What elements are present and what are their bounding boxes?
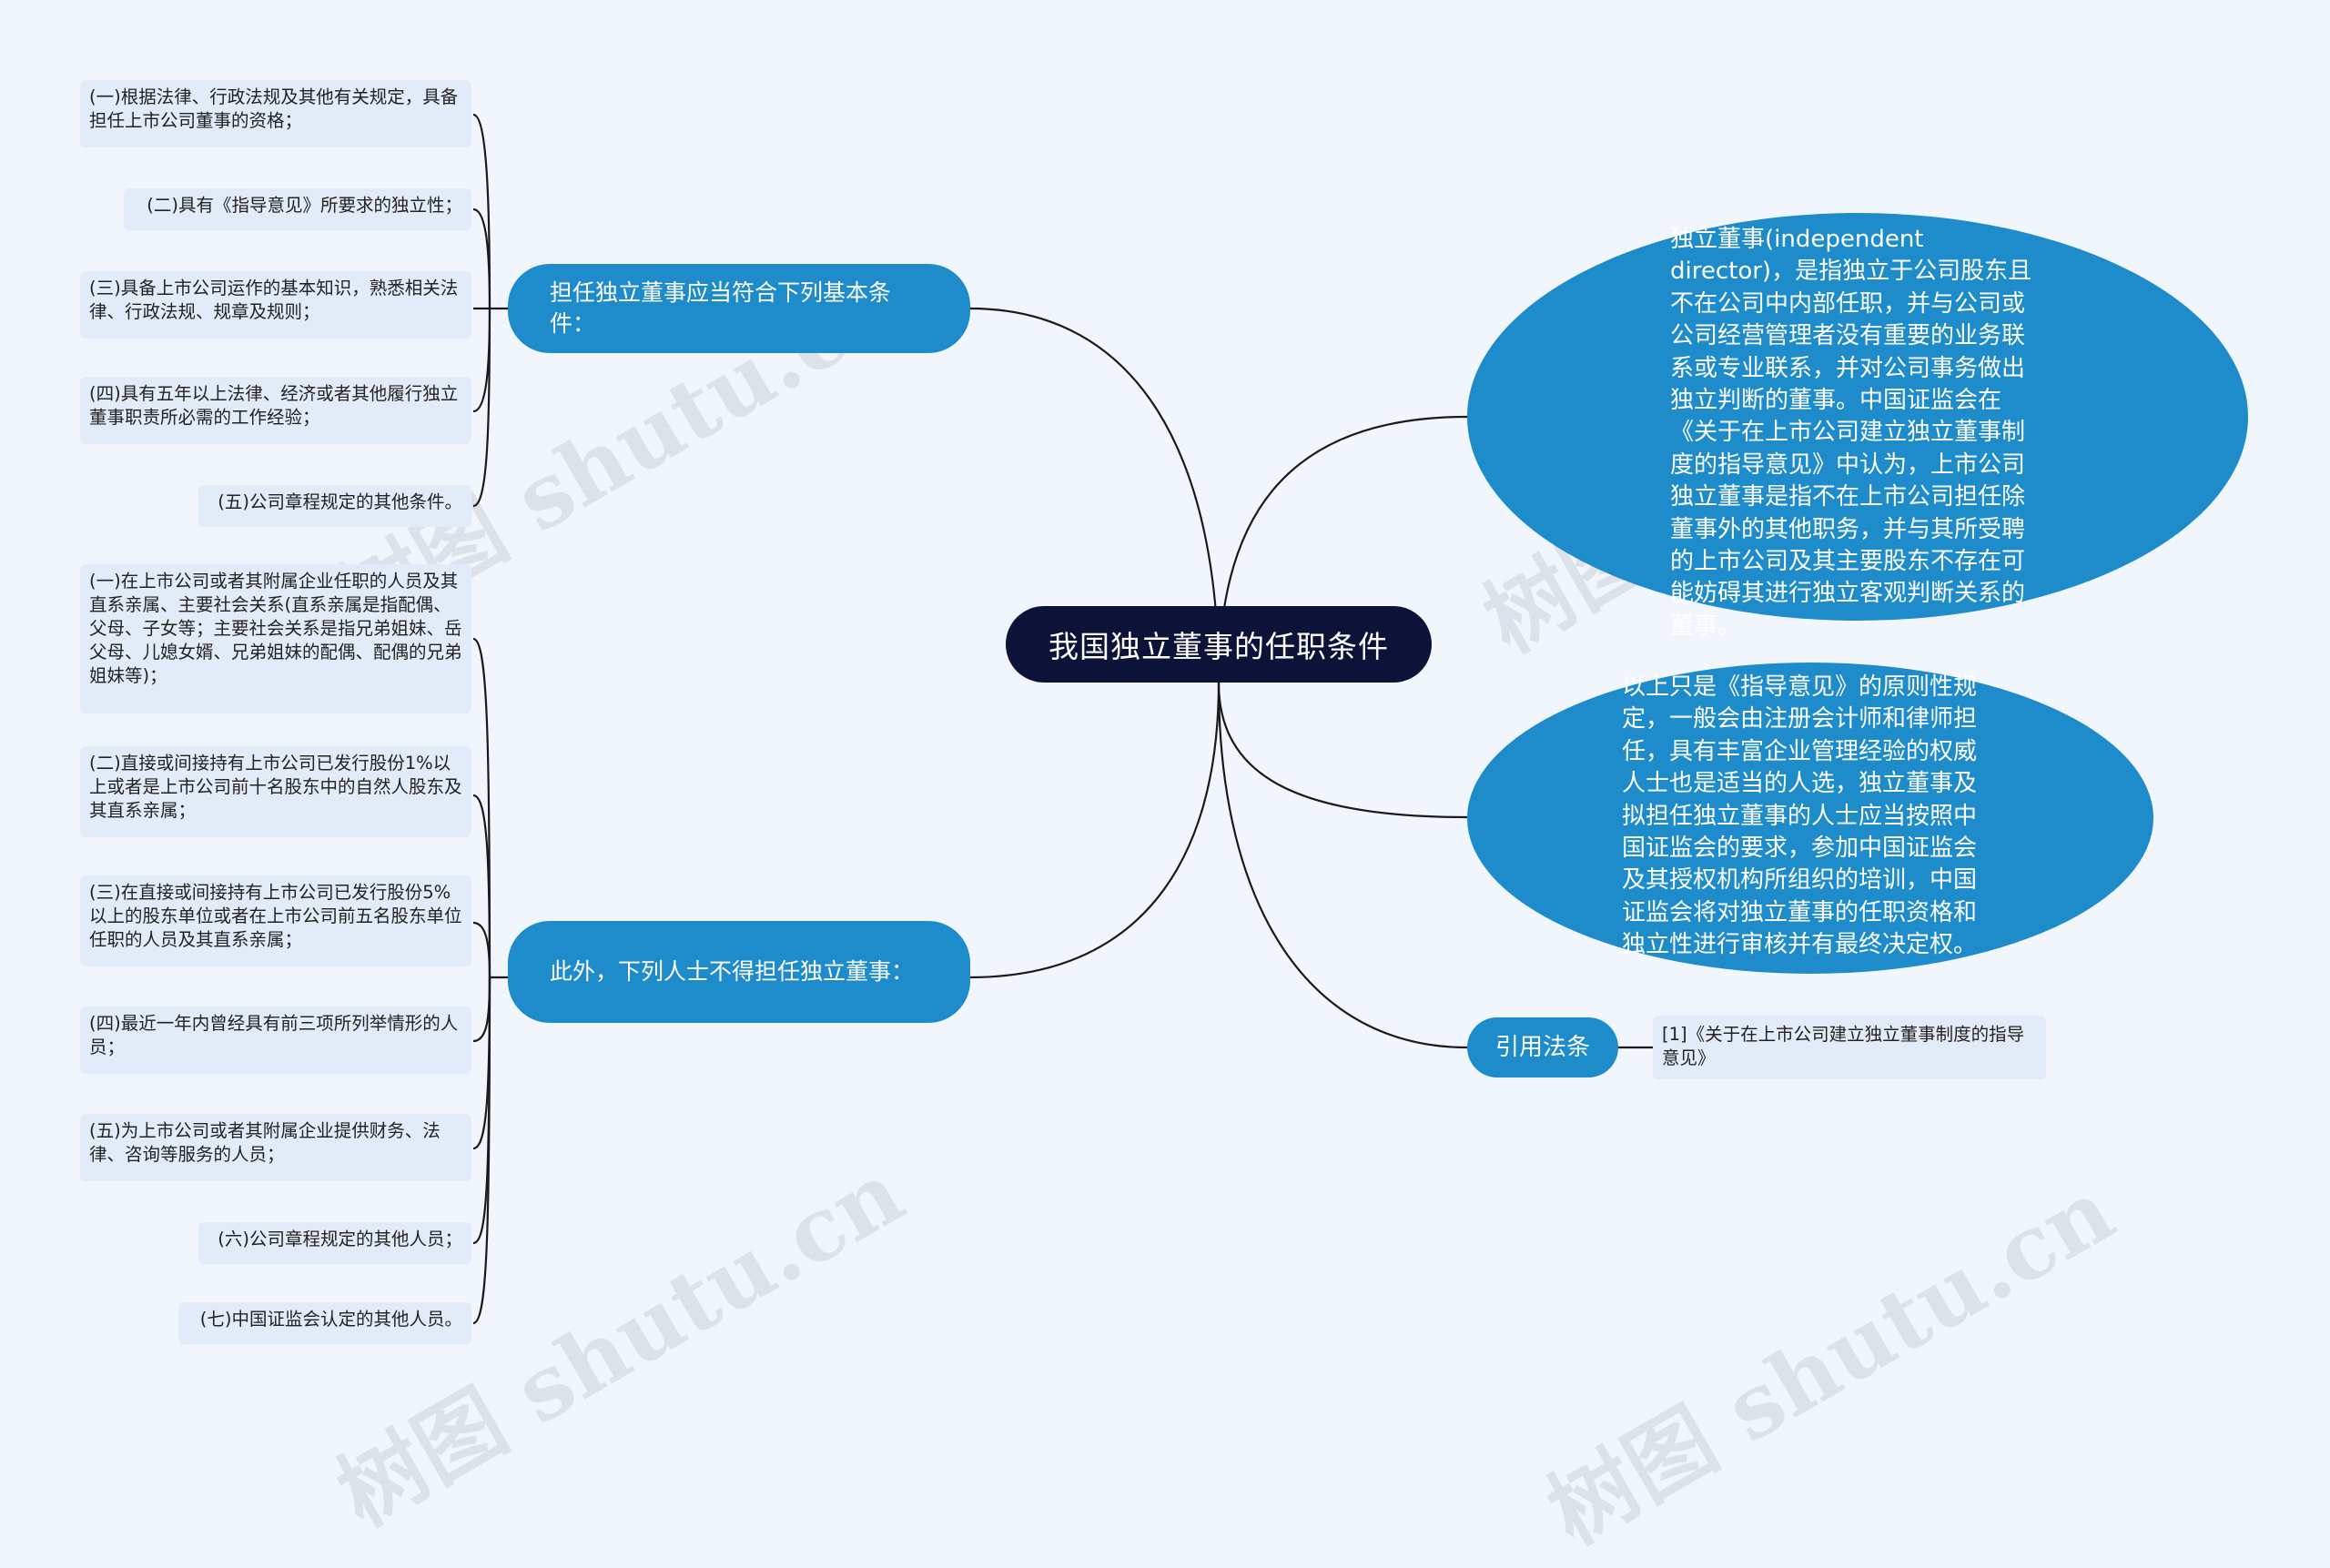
link-center-principle	[1217, 682, 1468, 819]
basic-item-5[interactable]: (五)公司章程规定的其他条件。	[198, 485, 471, 527]
basic-item-4[interactable]: (四)具有五年以上法律、经济或者其他履行独立董事职责所必需的工作经验；	[80, 377, 471, 444]
definition-node[interactable]: 独立董事(independent director)，是指独立于公司股东且不在公…	[1467, 213, 2248, 640]
link-center-basic	[969, 307, 1221, 683]
link-center-citation	[1217, 682, 1468, 1049]
citation-leaf[interactable]: [1]《关于在上市公司建立独立董事制度的指导意见》	[1653, 1016, 2046, 1079]
citation-label: 引用法条	[1494, 1034, 1590, 1061]
principle-text: 以上只是《指导意见》的原则性规定，一般会由注册会计师和律师担任，具有丰富企业管理…	[1622, 673, 1978, 959]
branch-excluded-persons[interactable]: 此外，下列人士不得担任独立董事：	[508, 921, 970, 1023]
basic-item-2[interactable]: (二)具有《指导意见》所要求的独立性；	[124, 188, 471, 230]
excluded-item-7[interactable]: (七)中国证监会认定的其他人员。	[178, 1302, 471, 1344]
basic-item-3[interactable]: (三)具备上市公司运作的基本知识，熟悉相关法律、行政法规、规章及规则；	[80, 271, 471, 339]
excluded-item-6[interactable]: (六)公司章程规定的其他人员；	[198, 1222, 471, 1264]
excluded-item-4[interactable]: (四)最近一年内曾经具有前三项所列举情形的人员；	[80, 1007, 471, 1074]
branch-excluded-label: 此外，下列人士不得担任独立董事：	[550, 958, 915, 985]
excluded-item-2[interactable]: (二)直接或间接持有上市公司已发行股份1%以上或者是上市公司前十名股东中的自然人…	[80, 746, 471, 837]
basic-item-1[interactable]: (一)根据法律、行政法规及其他有关规定，具备担任上市公司董事的资格；	[80, 80, 471, 147]
excluded-item-1[interactable]: (一)在上市公司或者其附属企业任职的人员及其直系亲属、主要社会关系(直系亲属是指…	[80, 564, 471, 713]
branch-basic-label: 担任独立董事应当符合下列基本条件：	[550, 279, 892, 337]
definition-text: 独立董事(independent director)，是指独立于公司股东且不在公…	[1670, 226, 2032, 640]
excluded-item-3[interactable]: (三)在直接或间接持有上市公司已发行股份5%以上的股东单位或者在上市公司前五名股…	[80, 875, 471, 966]
principle-node[interactable]: 以上只是《指导意见》的原则性规定，一般会由注册会计师和律师担任，具有丰富企业管理…	[1467, 663, 2153, 974]
central-topic[interactable]: 我国独立董事的任职条件	[1006, 606, 1432, 683]
link-center-excluded	[969, 682, 1221, 979]
excluded-item-5[interactable]: (五)为上市公司或者其附属企业提供财务、法律、咨询等服务的人员；	[80, 1114, 471, 1181]
citation-node[interactable]: 引用法条	[1467, 1017, 1618, 1077]
branch-basic-conditions[interactable]: 担任独立董事应当符合下列基本条件：	[508, 264, 970, 353]
